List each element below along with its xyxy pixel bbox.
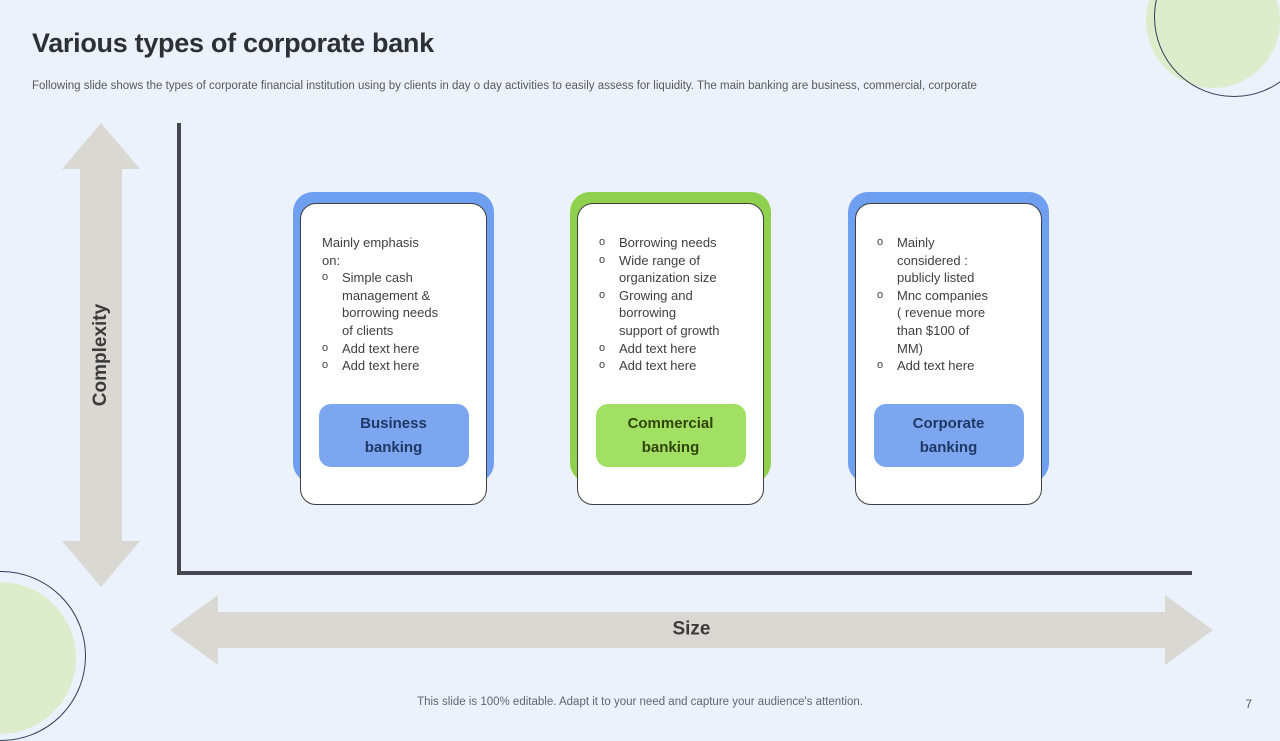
page-number: 7 (1245, 697, 1252, 711)
card-button[interactable]: Commercial banking (595, 404, 746, 467)
bullet-text: Wide range of organization size (619, 252, 717, 286)
bullet-marker-icon: o (877, 359, 884, 372)
bullet-text: Borrowing needs (619, 235, 717, 250)
card-intro-text: Mainly emphasis on: (322, 235, 419, 268)
card-button-label: Business banking (360, 415, 427, 456)
bullet-text: Mainly considered : publicly listed (897, 235, 975, 286)
card-business-banking: Mainly emphasis on: o Simple cash managem… (293, 192, 494, 505)
card-button[interactable]: Corporate banking (873, 404, 1024, 467)
decorative-circle-outline-top-right (1154, 0, 1280, 97)
x-axis-label: Size (672, 618, 711, 640)
size-arrow-shaft (216, 612, 1167, 648)
bullet-marker-icon: o (599, 341, 606, 354)
arrow-up-icon (62, 123, 140, 169)
bullet-item: o Mnc companies ( revenue more than $100 … (877, 287, 993, 357)
x-axis-line (177, 571, 1192, 575)
card-button-label: Commercial banking (627, 415, 714, 456)
bullet-item: o Add text here (322, 340, 446, 358)
footer-note: This slide is 100% editable. Adapt it to… (417, 696, 863, 708)
bullet-text: Add text here (342, 358, 420, 374)
arrow-right-icon (1165, 595, 1213, 665)
bullet-item: o Add text here (599, 340, 721, 358)
bullet-marker-icon: o (877, 288, 884, 301)
card-button[interactable]: Business banking (318, 404, 469, 467)
page-subtitle: Following slide shows the types of corpo… (32, 80, 977, 92)
bullet-text: Add text here (619, 358, 697, 374)
bullet-marker-icon: o (322, 341, 329, 354)
bullet-marker-icon: o (599, 236, 606, 248)
bullet-marker-icon: o (599, 288, 606, 301)
bullet-item: o Add text here (599, 357, 721, 375)
card-text-block: Mainly emphasis on: o Simple cash managem… (322, 234, 446, 375)
complexity-arrow-shaft (80, 167, 122, 543)
bullet-text: Growing and borrowing support of growth (619, 287, 720, 338)
bullet-item: o Add text here (322, 357, 446, 375)
bullet-marker-icon: o (599, 253, 606, 266)
bullet-text: Add text here (342, 340, 420, 356)
bullet-marker-icon: o (599, 359, 606, 372)
bullet-item: o Add text here (877, 357, 993, 375)
bullet-text: Add text here (897, 358, 975, 374)
bullet-marker-icon: o (322, 271, 329, 284)
card-button-label: Corporate banking (912, 415, 985, 456)
arrow-left-icon (170, 595, 218, 665)
page-title: Various types of corporate bank (32, 28, 434, 58)
y-axis-line (177, 123, 181, 575)
bullet-item: o Simple cash management & borrowing need… (322, 269, 446, 339)
decorative-circle-outline-bottom-left (0, 571, 86, 741)
bullet-item: o Wide range of organization size (599, 252, 721, 287)
card-body: Mainly emphasis on: o Simple cash managem… (300, 203, 487, 505)
bullet-text: Mnc companies ( revenue more than $100 o… (897, 287, 989, 356)
bullet-item: o Borrowing needs (599, 234, 721, 252)
bullet-text: Add text here (619, 340, 697, 356)
bullet-text: Simple cash management & borrowing needs… (342, 270, 439, 338)
arrow-down-icon (62, 541, 140, 587)
bullet-marker-icon: o (877, 236, 884, 248)
card-bullet-list: o Simple cash management & borrowing need… (322, 269, 446, 375)
bullet-marker-icon: o (322, 359, 329, 372)
size-axis-arrow: Size (170, 595, 1213, 665)
bullet-item: o Mainly considered : publicly listed (877, 234, 993, 287)
complexity-axis-arrow: Complexity (62, 123, 140, 587)
bullet-item: o Growing and borrowing support of growth (599, 287, 721, 340)
